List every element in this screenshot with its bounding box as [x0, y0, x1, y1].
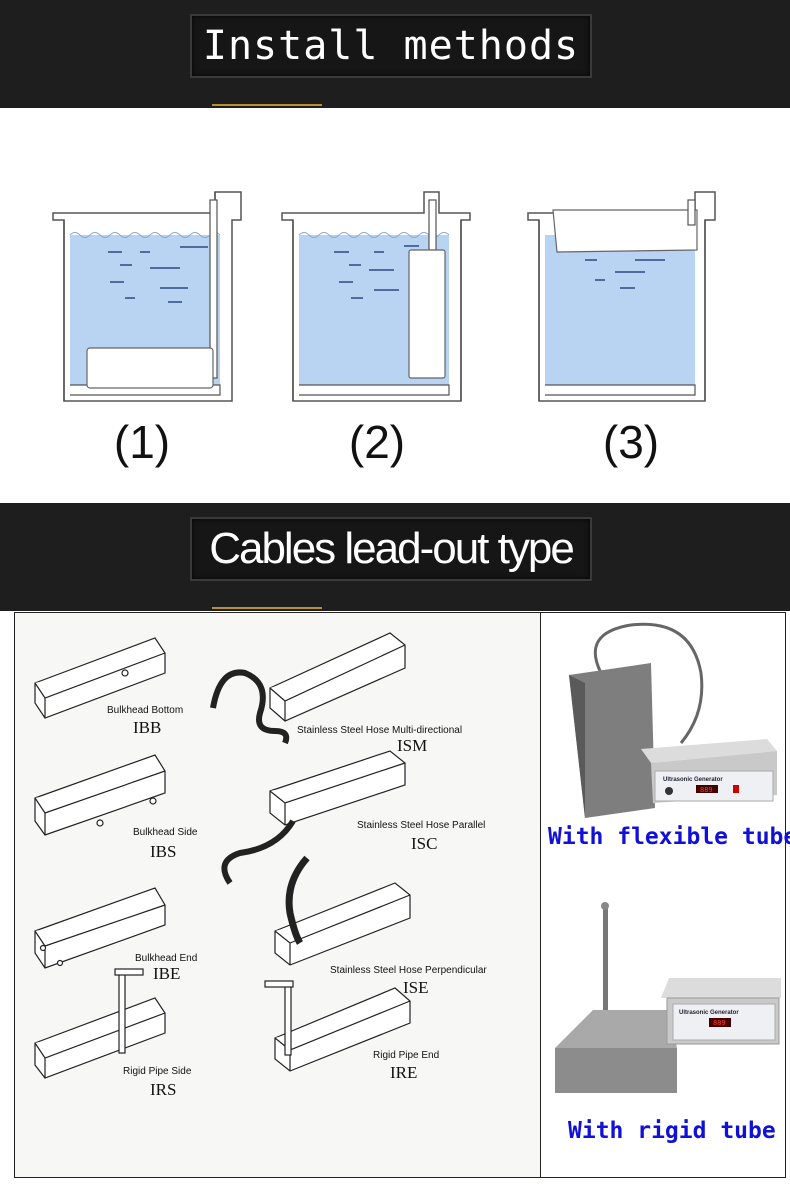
- label-ire-code: IRE: [390, 1063, 417, 1082]
- flexible-device-label: Ultrasonic Generator: [663, 777, 723, 783]
- accent-rule: [212, 607, 322, 609]
- product-photos-panel: Ultrasonic Generator 889 With flexible t…: [540, 612, 790, 1178]
- install-methods-title: Install methods: [190, 14, 592, 78]
- flexible-device-display: 889: [700, 786, 713, 794]
- rigid-device-label: Ultrasonic Generator: [679, 1010, 739, 1016]
- label-ibe-desc: Bulkhead End: [135, 953, 197, 964]
- ise-hose: [285, 855, 310, 945]
- ibe-transducer: [34, 887, 166, 969]
- ism-hose: [210, 669, 290, 745]
- install-diagram-3: [527, 191, 716, 402]
- method-label-1: (1): [113, 416, 171, 468]
- install-diagram-2: [281, 191, 471, 402]
- cables-lead-out-banner: Cables lead-out type: [0, 503, 790, 611]
- ibs-transducer: [34, 754, 166, 836]
- label-ibb-code: IBB: [133, 718, 161, 737]
- method-label-3: (3): [602, 416, 660, 468]
- lead-out-types-panel: Bulkhead Bottom IBB Stainless Steel Hose…: [14, 612, 541, 1178]
- rigid-tube-caption: With rigid tube: [568, 1118, 776, 1144]
- ise-transducer: [274, 882, 411, 966]
- label-ibs-desc: Bulkhead Side: [133, 827, 198, 838]
- accent-rule: [212, 104, 322, 106]
- label-ire-desc: Rigid Pipe End: [373, 1050, 439, 1061]
- label-irs-code: IRS: [150, 1080, 176, 1099]
- label-ism-desc: Stainless Steel Hose Multi-directional: [297, 725, 462, 736]
- lead-out-types-drawing: Bulkhead Bottom IBB Stainless Steel Hose…: [15, 613, 540, 1177]
- isc-transducer: [269, 750, 406, 826]
- label-ise-code: ISE: [403, 978, 429, 997]
- install-diagram-1: [52, 191, 242, 402]
- label-ism-code: ISM: [397, 736, 427, 755]
- label-ibb-desc: Bulkhead Bottom: [107, 705, 183, 716]
- label-ibe-code: IBE: [153, 964, 180, 983]
- label-isc-desc: Stainless Steel Hose Parallel: [357, 820, 485, 831]
- flexible-tube-caption: With flexible tube: [548, 824, 790, 850]
- install-methods-banner: Install methods: [0, 0, 790, 108]
- flexible-tube-product-photo: Ultrasonic Generator 889: [569, 622, 777, 818]
- ire-transducer: [264, 980, 411, 1072]
- rigid-device-display: 889: [713, 1019, 726, 1027]
- method-label-2: (2): [348, 416, 406, 468]
- label-irs-desc: Rigid Pipe Side: [123, 1066, 192, 1077]
- label-ise-desc: Stainless Steel Hose Perpendicular: [330, 965, 487, 976]
- rigid-tube-product-photo: Ultrasonic Generator 889: [555, 902, 781, 1093]
- label-ibs-code: IBS: [150, 842, 176, 861]
- irs-transducer: [34, 968, 166, 1079]
- label-isc-code: ISC: [411, 834, 437, 853]
- cables-lead-out-title: Cables lead-out type: [190, 517, 592, 581]
- ibb-transducer: [34, 637, 166, 719]
- isc-hose: [221, 819, 296, 885]
- ism-transducer: [269, 632, 406, 722]
